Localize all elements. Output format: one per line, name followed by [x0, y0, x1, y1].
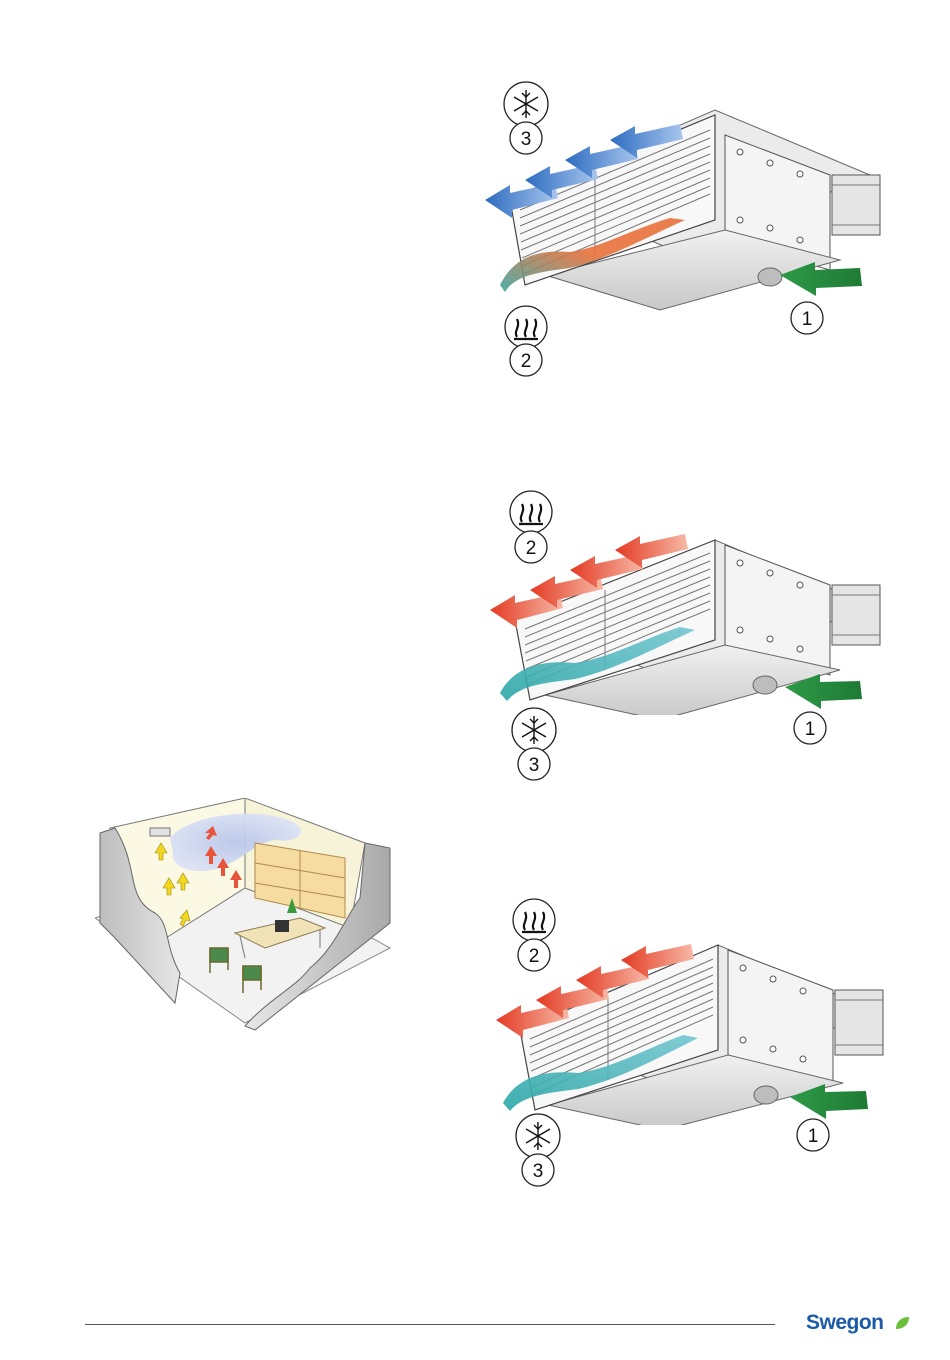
- supply-number: 1: [808, 1126, 819, 1147]
- heat-number: 2: [521, 351, 532, 372]
- cold-number: 3: [529, 755, 540, 776]
- diagram-3-heat-symbol: 2: [508, 898, 560, 974]
- diagram-1-supply-symbol: 1: [788, 300, 826, 336]
- diagram-2-heat-symbol: 2: [505, 490, 557, 566]
- supply-pipe: [758, 268, 782, 286]
- swegon-logo: Swegon: [806, 1311, 916, 1341]
- supply-number: 1: [805, 719, 816, 740]
- diagram-2-cold-symbol: 3: [508, 706, 560, 784]
- footer-divider: [85, 1324, 775, 1325]
- leaf-icon: [894, 1315, 910, 1331]
- room-illustration: [95, 798, 395, 1038]
- diagram-2-supply-symbol: 1: [791, 710, 829, 746]
- logo-text: Swegon: [806, 1311, 884, 1335]
- ceiling-unit: [150, 828, 170, 836]
- diagram-1-cold-symbol: 3: [500, 80, 552, 158]
- cold-number: 3: [521, 129, 532, 150]
- heat-number: 2: [529, 946, 540, 967]
- supply-number: 1: [802, 309, 813, 330]
- duct-spigot: [832, 175, 880, 235]
- diagram-3-supply-symbol: 1: [794, 1117, 832, 1153]
- heat-number: 2: [526, 538, 537, 559]
- diagram-1-heat-symbol: 2: [500, 305, 552, 377]
- diagram-3-cold-symbol: 3: [512, 1112, 564, 1190]
- cold-number: 3: [533, 1161, 544, 1182]
- monitor: [275, 920, 289, 932]
